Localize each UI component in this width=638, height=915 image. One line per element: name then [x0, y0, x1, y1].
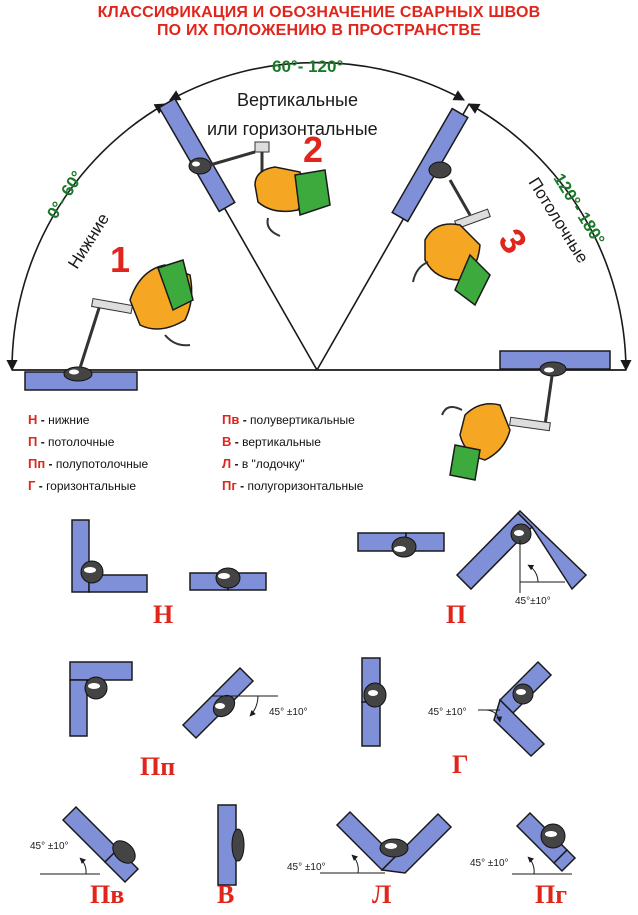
weld-bead-icon — [545, 831, 557, 837]
position-label-g: Г — [452, 750, 469, 779]
legend-text: горизонтальные — [46, 479, 137, 493]
angle-arc-icon — [527, 564, 539, 583]
angle-arc-icon — [249, 695, 259, 717]
angle-arc-icon — [79, 857, 87, 875]
position-label-p: П — [446, 600, 467, 629]
glove-hand-electrode-icon — [209, 141, 331, 237]
sector-2-number: 2 — [303, 129, 323, 170]
legend-item-l: Л - в "лодочку" — [222, 456, 305, 471]
legend-code: Пв — [222, 412, 240, 427]
legend-text: полупотолочные — [55, 457, 149, 471]
sector-2-range: 60°- 120° — [272, 57, 343, 76]
position-label-pg: Пг — [535, 880, 568, 909]
glove-hand-electrode-icon — [412, 179, 491, 307]
position-label-pv: Пв — [90, 880, 125, 909]
angle-label-g: 45° ±10° — [428, 707, 467, 718]
legend-text: потолочные — [48, 435, 115, 449]
diagram-p-corner — [455, 509, 588, 593]
legend-code: В — [222, 434, 232, 449]
legend-text: полувертикальные — [250, 413, 355, 427]
glove-hand-electrode-icon — [441, 375, 554, 481]
arc-sector-3 — [468, 103, 632, 372]
diagram-p-butt — [357, 532, 445, 558]
weld-bead-icon — [516, 689, 526, 695]
weld-highlight — [69, 369, 79, 375]
angle-label-pv: 45° ±10° — [30, 841, 69, 852]
angle-arc-icon — [485, 709, 503, 723]
weld-bead-icon — [88, 683, 100, 689]
angle-label-p: 45°±10° — [515, 596, 551, 607]
legend-text: вертикальные — [242, 435, 321, 449]
legend-item-n: Н - нижние — [28, 412, 90, 427]
diagram-n-butt — [189, 567, 267, 591]
weld-highlight — [544, 367, 554, 373]
legend-code: Пг — [222, 478, 237, 493]
angle-arc-icon — [351, 854, 359, 874]
glove-hand-electrode-icon — [78, 259, 194, 369]
arc-sector-2 — [169, 61, 465, 101]
legend-text: в "лодочку" — [241, 457, 305, 471]
diagram-g-corner — [478, 660, 553, 758]
legend-code: П — [28, 434, 38, 449]
legend-text: нижние — [48, 413, 90, 427]
position-label-v: В — [217, 880, 235, 909]
legend-item-pp: Пп - полупотолочные — [28, 456, 149, 471]
arc-sector-1 — [6, 103, 166, 372]
legend-item-v: В - вертикальные — [222, 434, 321, 449]
position-label-pp: Пп — [140, 752, 176, 781]
position-label-l: Л — [372, 880, 392, 909]
diagram-pg — [512, 811, 577, 875]
weld-bead-icon — [394, 546, 406, 552]
angle-arc-icon — [527, 856, 535, 875]
diagram-pp-corner — [69, 661, 133, 737]
weld-bead-icon — [428, 161, 452, 179]
weld-bead-icon — [218, 573, 230, 579]
sector-2-name-line-1: Вертикальные — [237, 90, 358, 110]
legend-code: Н — [28, 412, 38, 427]
legend-item-pv: Пв - полувертикальные — [222, 412, 355, 427]
legend-code: Г — [28, 478, 36, 493]
angle-label-pp: 45° ±10° — [269, 707, 308, 718]
legend-item-g: Г - горизонтальные — [28, 478, 137, 493]
weld-bead-icon — [514, 530, 524, 536]
weld-bead-icon — [368, 690, 378, 696]
diagram-pv — [40, 805, 140, 884]
diagram-pp-butt — [181, 666, 278, 740]
angle-label-pg: 45° ±10° — [470, 858, 509, 869]
diagram-g-butt — [361, 657, 387, 747]
title-line-1: КЛАССИФИКАЦИЯ И ОБОЗНАЧЕНИЕ СВАРНЫХ ШВОВ — [97, 4, 541, 21]
title-line-2: ПО ИХ ПОЛОЖЕНИЮ В ПРОСТРАНСТВЕ — [156, 22, 481, 39]
position-label-n: Н — [153, 600, 174, 629]
legend-item-p: П - потолочные — [28, 434, 115, 449]
diagram-l — [320, 810, 453, 874]
angle-label-l: 45° ±10° — [287, 862, 326, 873]
weld-highlight — [192, 161, 200, 167]
legend-text: полугоризонтальные — [247, 479, 364, 493]
legend-code: Л — [222, 456, 232, 471]
weld-bead-icon — [385, 843, 397, 849]
diagram-n-corner — [71, 519, 148, 593]
sector-2-name-line-2: или горизонтальные — [207, 119, 378, 139]
plate-position-2 — [158, 97, 236, 213]
legend-item-pg: Пг - полугоризонтальные — [222, 478, 364, 493]
weld-bead-icon — [84, 567, 96, 573]
weld-bead-icon — [215, 703, 225, 709]
sector-1-number: 1 — [110, 239, 130, 280]
legend-code: Пп — [28, 456, 46, 471]
diagram-v — [217, 804, 245, 886]
